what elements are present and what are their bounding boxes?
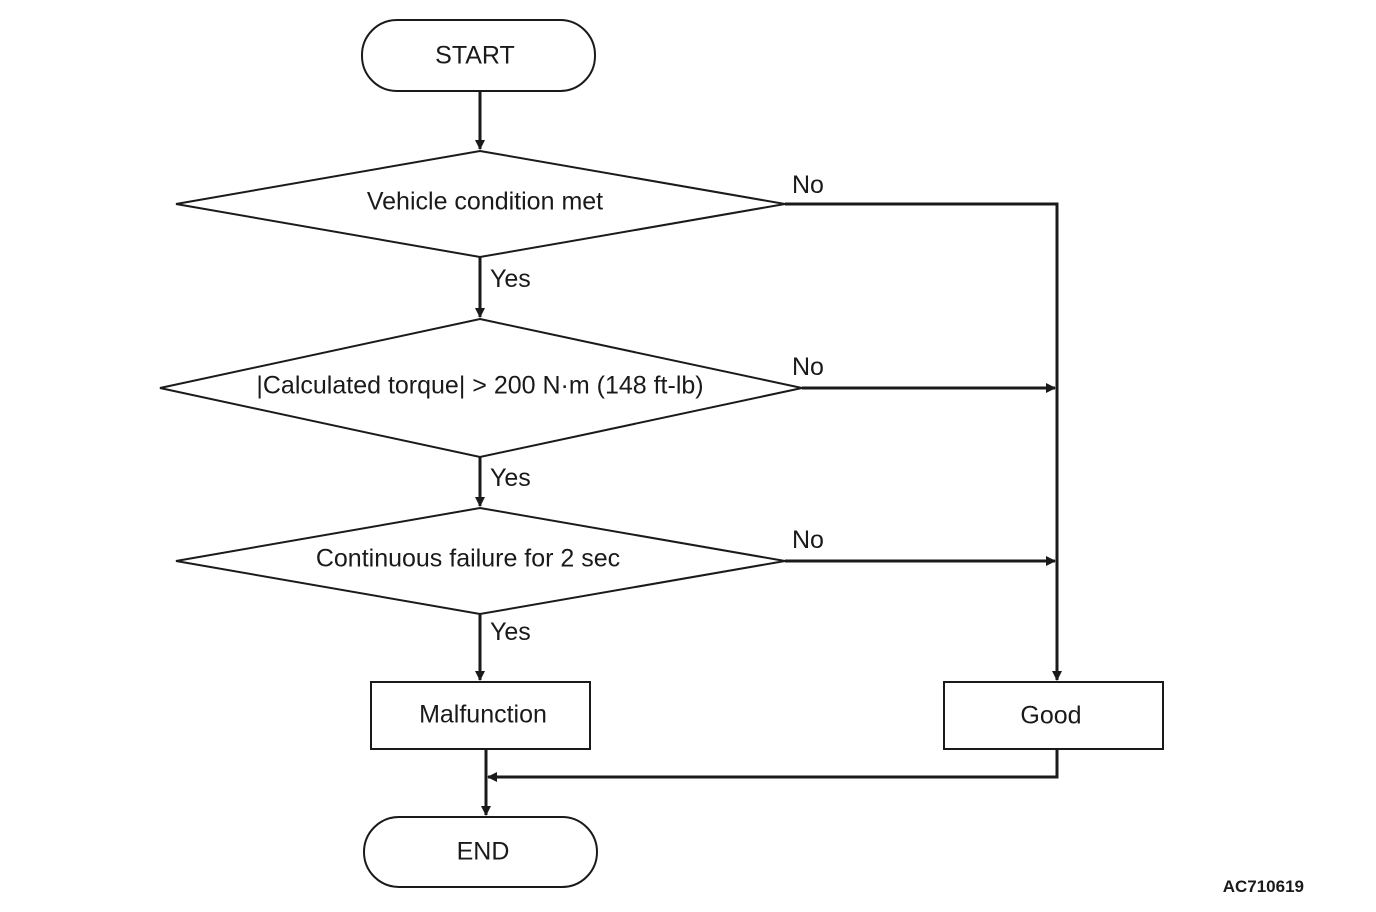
yes-label-vehicle: Yes — [490, 265, 531, 293]
no-label-continuous: No — [792, 526, 824, 554]
yes-label-continuous: Yes — [490, 618, 531, 646]
malfunction-box — [370, 681, 591, 750]
malfunction-label: Malfunction — [419, 701, 547, 729]
decision-calculated-torque-label: |Calculated torque| > 200 N·m (148 ft-lb… — [256, 372, 703, 400]
no-label-torque: No — [792, 353, 824, 381]
start-label: START — [435, 42, 515, 70]
decision-continuous-failure-label: Continuous failure for 2 sec — [316, 545, 620, 573]
good-label: Good — [1020, 702, 1081, 730]
arrow-good-to-end — [487, 749, 1059, 782]
yes-label-torque: Yes — [490, 464, 531, 492]
end-label: END — [457, 838, 510, 866]
end-terminal — [363, 816, 598, 888]
good-box — [943, 681, 1164, 750]
no-label-vehicle: No — [792, 171, 824, 199]
decision-vehicle-condition-label: Vehicle condition met — [367, 188, 603, 216]
arrow-vehicle-no-to-good — [785, 202, 1062, 681]
figure-code: AC710619 — [1223, 877, 1304, 896]
